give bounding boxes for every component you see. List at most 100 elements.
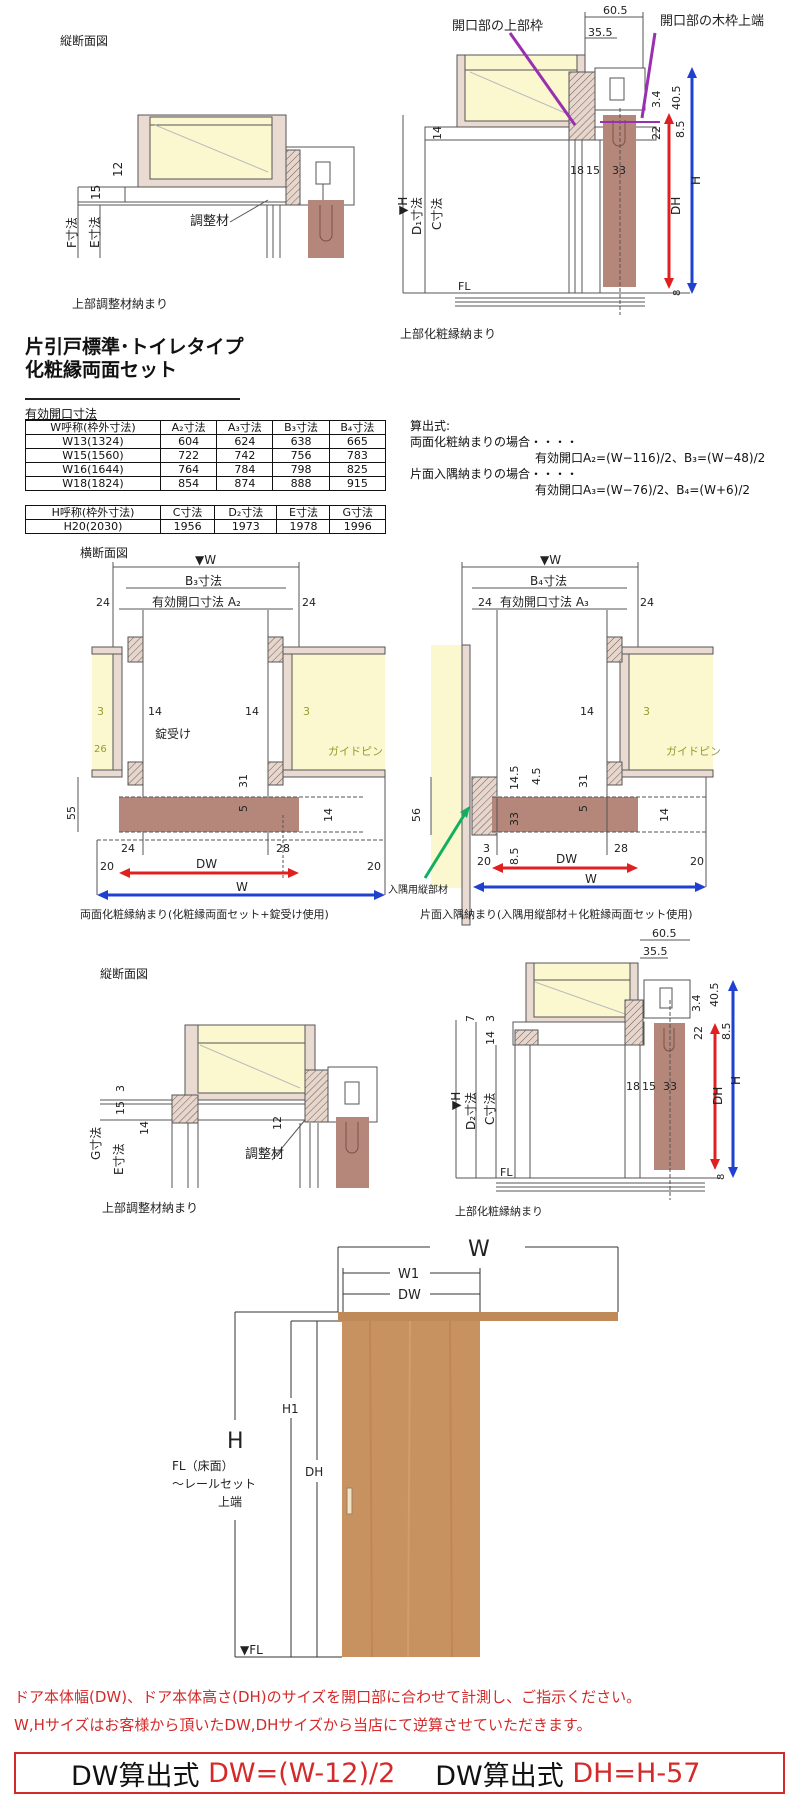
lock-receiver-label: 錠受け <box>155 726 191 741</box>
dim-7: 7 <box>464 1015 477 1022</box>
f-dimension-label: F寸法 <box>65 217 79 248</box>
dim-8: 8 <box>672 290 683 296</box>
dim-20: 20 <box>477 855 491 868</box>
table-cell: H20(2030) <box>25 519 161 534</box>
top-left-section-diagram <box>77 114 355 258</box>
heading-divider <box>25 398 240 400</box>
b4-dimension-label: B₄寸法 <box>530 574 567 588</box>
dim-33: 33 <box>508 812 521 826</box>
dim-20: 20 <box>100 860 114 873</box>
dim-33: 33 <box>612 164 626 177</box>
dim-8-5: 8.5 <box>674 121 687 139</box>
wood-frame-top-callout: 開口部の木枠上端 <box>660 14 764 29</box>
dim-24: 24 <box>96 596 110 609</box>
top-right-dimension-labels: 60.5 35.5 40.5 3.4 22 8.5 H DH 8 ▼H D₁寸法… <box>396 4 764 341</box>
calculation-box: DW算出式 DW=(W-12)/2 DW算出式 DH=H-57 <box>14 1752 785 1794</box>
section-title: 横断面図 <box>80 545 128 560</box>
dim-8: 8 <box>716 1174 727 1180</box>
lower-right-arrows <box>710 980 738 1178</box>
section-title: 縦断面図 <box>100 966 148 981</box>
dim-3: 3 <box>643 705 650 718</box>
table-header: G寸法 <box>329 505 386 520</box>
table-header: H呼称(枠外寸法) <box>25 505 161 520</box>
dh-label: DH <box>711 1087 725 1105</box>
table-header: D₂寸法 <box>214 505 278 520</box>
dim-3: 3 <box>97 705 104 718</box>
dim-4-5: 4.5 <box>530 768 543 786</box>
h1-label: H1 <box>282 1402 299 1416</box>
dim-3: 3 <box>303 705 310 718</box>
dw-label: DW <box>196 857 217 871</box>
dim-14: 14 <box>580 705 594 718</box>
w1-label: W1 <box>398 1267 419 1282</box>
guide-pin-label: ガイドピン <box>666 745 721 758</box>
table-cell: W16(1644) <box>25 462 161 477</box>
fl-floor-label: FL（床面） <box>172 1459 234 1473</box>
table-cell: 1996 <box>329 519 386 534</box>
dim-40-5: 40.5 <box>670 86 683 111</box>
table-header: E寸法 <box>276 505 331 520</box>
table-header: C寸法 <box>159 505 216 520</box>
dim-20: 20 <box>690 855 704 868</box>
wood-frame-callout-arrow <box>640 32 657 119</box>
h-level-label: ▼H <box>396 197 410 215</box>
lower-right-section-diagram <box>455 939 720 1200</box>
table-header: B₄寸法 <box>328 420 387 435</box>
table-cell: 783 <box>328 448 387 463</box>
corner-member-label: 入隅用縦部材 <box>388 883 448 896</box>
table-cell: 1978 <box>276 519 331 534</box>
left-caption: 両面化粧縁納まり(化粧縁両面セット+錠受け使用) <box>80 907 329 921</box>
dim-3-4: 3.4 <box>650 91 663 109</box>
table-header: B₃寸法 <box>272 420 330 435</box>
table-cell: 825 <box>328 462 387 477</box>
dim-40-5: 40.5 <box>708 983 721 1008</box>
dim-12: 12 <box>111 162 125 177</box>
dim-14: 14 <box>322 808 335 822</box>
horizontal-right-arrows <box>423 806 706 892</box>
fl-label: FL <box>500 1166 513 1179</box>
height-size-table: H呼称(枠外寸法) C寸法 D₂寸法 E寸法 G寸法 H20(2030)1956… <box>25 505 386 534</box>
table-cell: 784 <box>216 462 274 477</box>
dim-28: 28 <box>276 842 290 855</box>
a2-opening-label: 有効開口寸法 A₂ <box>152 594 241 609</box>
d1-dimension-label: D₁寸法 <box>410 197 424 235</box>
dim-60-5: 60.5 <box>603 4 628 17</box>
horizontal-left-arrows <box>97 868 385 900</box>
fl-level-label: ▼FL <box>240 1643 263 1657</box>
horizontal-left-labels: ▼W B₃寸法 有効開口寸法 A₂ 24 24 3 14 14 3 錠受け 26… <box>65 545 383 921</box>
door-handle <box>346 1487 353 1515</box>
dim-20: 20 <box>367 860 381 873</box>
formula-double: 有効開口A₂=(W−116)/2、B₃=(W−48)/2 <box>535 451 766 465</box>
top-rail <box>338 1312 618 1321</box>
w-label: W <box>468 1237 490 1262</box>
dim-3: 3 <box>114 1085 127 1092</box>
dim-15: 15 <box>114 1101 127 1115</box>
table-cell: W18(1824) <box>25 476 161 491</box>
dim-8-5: 8.5 <box>508 848 521 866</box>
corner-member-callout-arrow <box>423 811 468 879</box>
table-header: A₃寸法 <box>216 420 274 435</box>
table-cell: 624 <box>216 434 274 449</box>
dim-15: 15 <box>642 1080 656 1093</box>
opening-table-caption: 有効開口寸法 <box>25 407 98 421</box>
table-cell: 798 <box>272 462 330 477</box>
d2-dimension-label: D₂寸法 <box>464 1092 478 1130</box>
table-cell: 764 <box>159 462 218 477</box>
dim-14: 14 <box>658 808 671 822</box>
dim-14-5: 14.5 <box>508 766 521 791</box>
heading-line-2: 化粧縁両面セット <box>25 359 178 381</box>
fl-label: FL <box>458 280 471 293</box>
table-cell: 888 <box>272 476 330 491</box>
g-dimension-label: G寸法 <box>89 1127 103 1160</box>
table-cell: 854 <box>159 476 218 491</box>
dim-35-5: 35.5 <box>588 26 613 39</box>
lower-left-labels: 3 15 14 12 G寸法 E寸法 調整材 縦断面図 上部調整材納まり <box>89 966 284 1215</box>
top-edge-label: 上端 <box>218 1495 242 1509</box>
top-right-arrows <box>508 32 697 294</box>
h-label: H <box>227 1429 244 1454</box>
dh-label: DH <box>305 1465 323 1479</box>
table-cell: W13(1324) <box>25 434 161 449</box>
table-cell: 756 <box>272 448 330 463</box>
